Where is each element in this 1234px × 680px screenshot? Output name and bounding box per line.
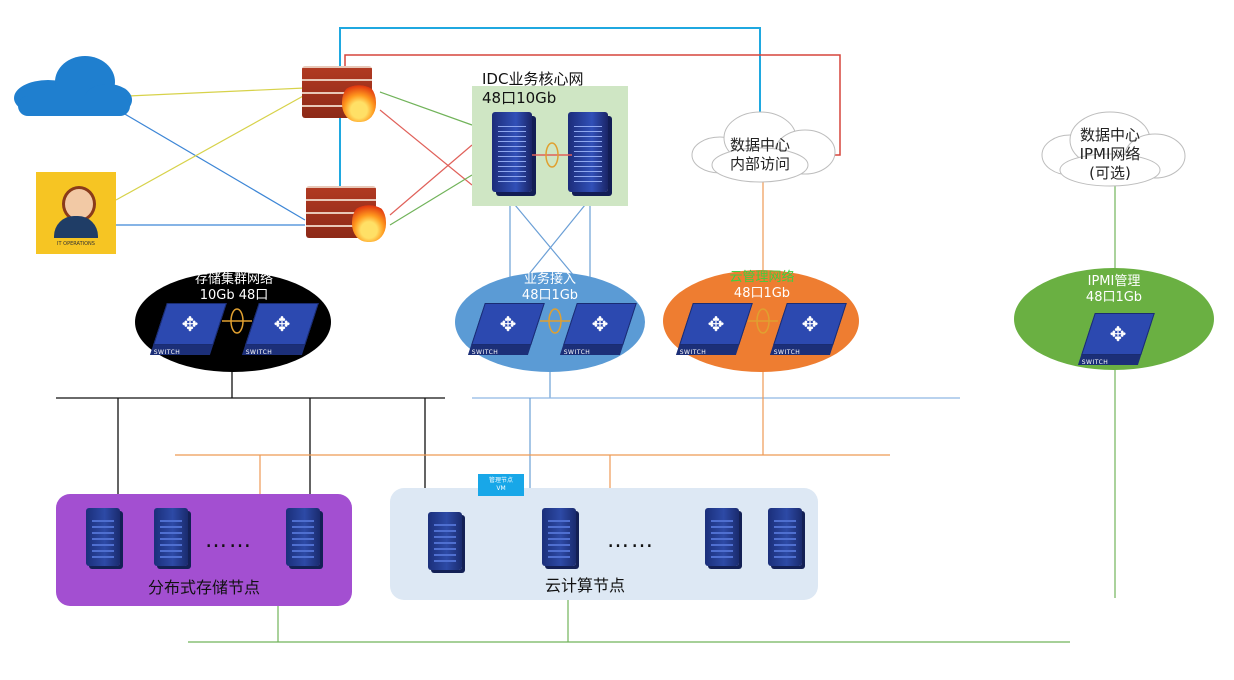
ipmi-cloud-icon [1041,111,1186,187]
storage-server-3-icon [286,508,320,566]
management-node-vm-tag: 管理节点 VM [478,474,524,496]
core-switch-right-icon [568,112,608,192]
link-cloud-fw2 [117,109,306,221]
flame-top-icon [342,82,376,122]
it-operator-icon: IT OPERATIONS [36,172,116,254]
operator-caption: IT OPERATIONS [57,241,95,247]
public-cloud-icon [14,56,132,116]
link-cloud-fw1 [127,87,306,97]
internal-cloud-icon [691,111,836,183]
core-link-aggregation-icon [532,142,572,168]
link-fw2-core-a [389,144,473,216]
link-red-loop [344,54,841,156]
compute-server-2-icon [542,508,576,566]
ipmi-management-label: IPMI管理 48口1Gb [1085,274,1143,306]
link-op-fw1 [115,94,306,201]
link-fw2-core-b [389,174,473,226]
internal-access-cloud-label: 数据中心 内部访问 [729,136,790,173]
compute-ellipsis: …… [607,528,655,553]
business-link-aggregation-icon [540,308,570,334]
compute-server-4-icon [768,508,802,566]
ipmi-network-cloud-label: 数据中心 IPMI网络 (可选) [1079,126,1141,182]
flame-bottom-icon [352,202,386,242]
distributed-storage-label: 分布式存储节点 [147,578,260,597]
mgmt-link-aggregation-icon [748,308,778,334]
core-switch-left-icon [492,112,532,192]
link-fw1-core-b [379,109,473,186]
storage-server-1-icon [86,508,120,566]
compute-server-3-icon [705,508,739,566]
link-fw1-core-a [379,91,473,126]
storage-ellipsis: …… [205,528,253,553]
storage-link-aggregation-icon [222,308,252,334]
storage-cluster-label: 存储集群网络 10Gb 48口 [194,272,273,304]
compute-server-1-icon [428,512,462,570]
business-access-label: 业务接入 48口1Gb [521,272,579,304]
core-network-label: IDC业务核心网 48口10Gb [482,70,584,107]
storage-server-2-icon [154,508,188,566]
cloud-compute-label: 云计算节点 [544,576,625,595]
